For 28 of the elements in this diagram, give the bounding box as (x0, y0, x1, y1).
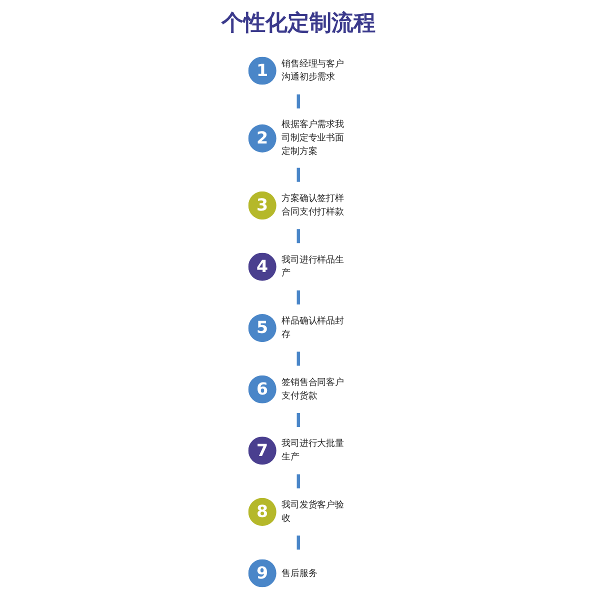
node-circle (248, 191, 276, 220)
node-label: 样品确认样品封存 (282, 316, 344, 340)
node-circle (248, 375, 276, 404)
node-circle (248, 498, 276, 526)
node-label: 我司进行样品生产 (282, 254, 344, 278)
connector (296, 168, 300, 182)
connector (296, 229, 300, 244)
node-label: 我司进行大批量生产 (282, 438, 344, 462)
node-label: 签销售合同客户支付货款 (282, 377, 344, 401)
connector (296, 290, 300, 304)
flowchart: 1 销售经理与客户沟通初步需求 2 根据客户需求我司制定专业书面定制方案 3 方案确认签打样合同支付打样款 4 我司进行样品生产 5 样品确认样品封存 6 签销售合同客户支付货款 7 我司进行大批量生产 8 我司发货客户验收 9 售后服务 (224, 42, 373, 602)
connector (296, 352, 300, 366)
connector (296, 536, 300, 550)
connector (296, 474, 300, 488)
node-circle (248, 56, 276, 85)
connector (296, 412, 300, 428)
node-circle (248, 559, 276, 588)
node-label: 我司发货客户验收 (282, 500, 344, 524)
connector (296, 94, 300, 108)
node-circle (248, 124, 276, 152)
node-label: 方案确认签打样合同支付打样款 (282, 193, 344, 217)
node-circle (248, 436, 276, 465)
node-circle (248, 314, 276, 342)
node-circle (248, 252, 276, 281)
node-label: 根据客户需求我司制定专业书面定制方案 (282, 119, 344, 156)
node-label: 售后服务 (282, 568, 318, 578)
diagram-title: 个性化定制流程 (220, 10, 376, 38)
node-label: 销售经理与客户沟通初步需求 (282, 58, 344, 82)
